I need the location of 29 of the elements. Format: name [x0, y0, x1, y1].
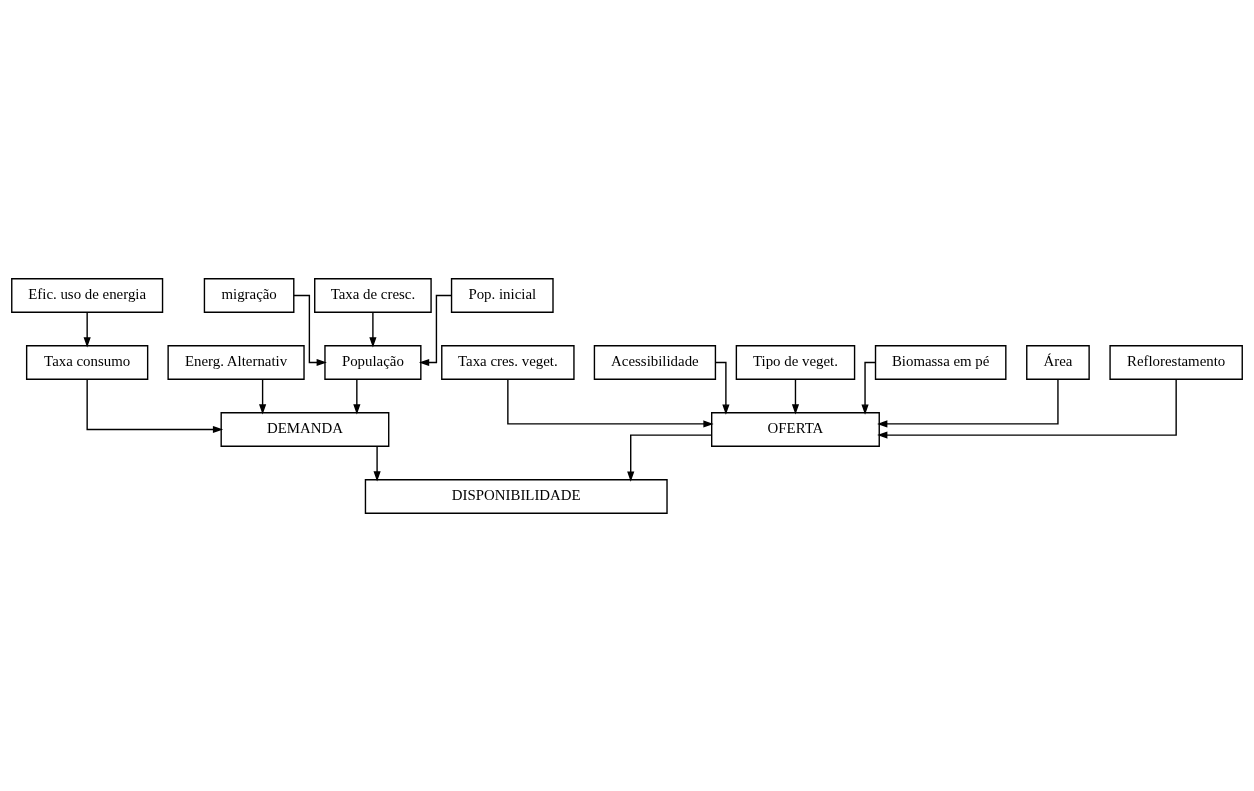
node-box: Reflorestamento [1109, 344, 1243, 380]
arrow [877, 378, 1059, 427]
node-box: Taxa consumo [25, 344, 149, 380]
arrow [369, 311, 377, 347]
arrow [83, 311, 91, 347]
arrow [715, 361, 730, 415]
node-box: Tipo de veget. [735, 344, 856, 380]
node-box: migração [203, 277, 295, 313]
arrow [507, 378, 714, 427]
node-box: DISPONIBILIDADE [364, 478, 668, 514]
node-box: Biomassa em pé [874, 344, 1007, 380]
arrow [353, 378, 361, 414]
node-box: Energ. Alternativ [167, 344, 305, 380]
node-box: Taxa cres. veget. [441, 344, 575, 380]
node-box: Acessibilidade [593, 344, 717, 380]
node-box: Efic. uso de energia [11, 277, 164, 313]
arrow [877, 378, 1177, 439]
node-box: OFERTA [711, 411, 880, 447]
arrow [627, 433, 713, 482]
node-box: População [324, 344, 422, 380]
arrow [373, 445, 381, 481]
node-box: DEMANDA [220, 411, 390, 447]
arrow [86, 378, 224, 433]
arrow [259, 378, 267, 414]
arrow [861, 361, 876, 415]
arrow [791, 378, 800, 414]
node-box: Taxa de cresc. [314, 277, 432, 313]
node-box: Pop. inicial [450, 277, 554, 313]
node-box: Área [1026, 344, 1090, 380]
